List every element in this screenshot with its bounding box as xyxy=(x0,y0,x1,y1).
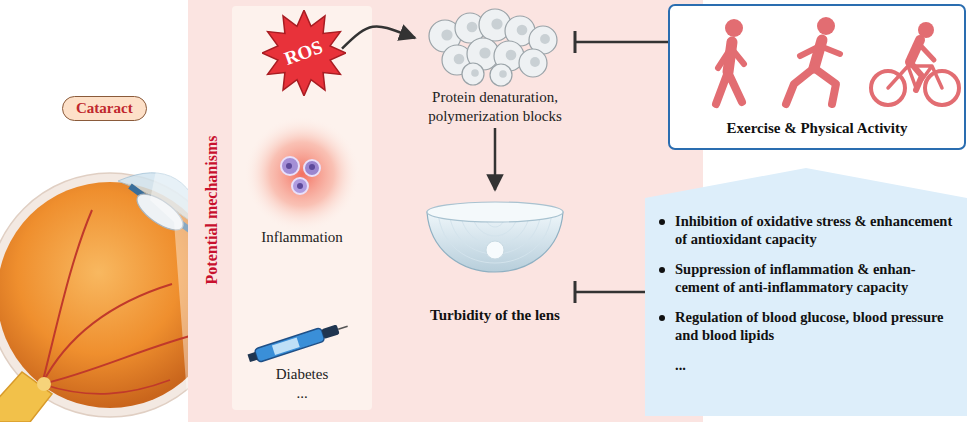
bullet-dot xyxy=(659,267,665,273)
process-label: Protein denaturation, polymerization blo… xyxy=(415,88,575,126)
factor-panel: InflammationDiabetes... ROS xyxy=(232,6,372,410)
outcome-box: Turbidity of the lens xyxy=(415,188,575,325)
bullet-dot xyxy=(659,363,665,369)
benefit-text: Suppression of inflammation & enhan-ceme… xyxy=(675,260,955,296)
bullet-dot xyxy=(659,219,665,225)
intervention-label: Exercise & Physical Activity xyxy=(727,119,908,138)
factor-label: Diabetes xyxy=(232,365,372,384)
benefit-pentagon: Inhibition of oxidative stress & enhance… xyxy=(645,168,967,416)
bullet-row: ... xyxy=(659,356,955,374)
intervention-box: Exercise & Physical Activity xyxy=(668,4,966,150)
disease-pill: Cataract xyxy=(62,96,147,121)
benefit-text: Regulation of blood glucose, blood press… xyxy=(675,308,955,344)
bullet-row: Inhibition of oxidative stress & enhance… xyxy=(659,212,955,248)
cell-cluster xyxy=(415,8,575,88)
outcome-label: Turbidity of the lens xyxy=(415,306,575,325)
mechanism-panel: Potential mechanismsInflammationDiabetes… xyxy=(188,0,703,422)
bullet-row: Suppression of inflammation & enhan-ceme… xyxy=(659,260,955,296)
lens-illustration xyxy=(415,188,575,300)
factor-label: Inflammation xyxy=(232,228,372,247)
process-box: Protein denaturation, polymerization blo… xyxy=(415,8,575,126)
bullet-dot xyxy=(659,315,665,321)
benefit-text: Inhibition of oxidative stress & enhance… xyxy=(675,212,955,248)
benefit-text: ... xyxy=(675,356,955,374)
ros-burst: ROS xyxy=(262,10,346,96)
ellipsis: ... xyxy=(232,384,372,403)
bullet-row: Regulation of blood glucose, blood press… xyxy=(659,308,955,344)
disease-label: Cataract xyxy=(76,100,133,117)
activity-icons xyxy=(670,6,968,118)
section-heading: Potential mechanisms xyxy=(202,30,222,390)
